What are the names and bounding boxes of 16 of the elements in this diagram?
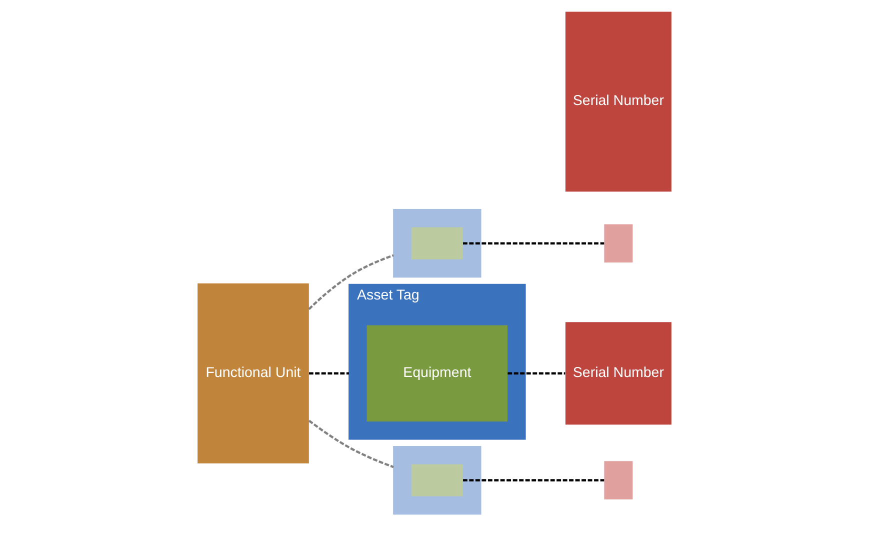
node-box xyxy=(411,464,463,496)
cluster xyxy=(393,209,482,278)
node-box xyxy=(411,227,463,260)
connector xyxy=(508,372,566,374)
connector xyxy=(308,420,394,468)
connector xyxy=(309,372,349,374)
connector xyxy=(463,479,604,482)
node-box: Equipment xyxy=(366,325,508,422)
connector xyxy=(463,242,604,244)
connector xyxy=(308,254,394,310)
node-box xyxy=(604,224,633,262)
node-box: Functional Unit xyxy=(198,283,309,464)
node-box: Serial Number xyxy=(565,12,672,192)
node-box xyxy=(604,461,633,500)
cluster xyxy=(393,446,482,515)
node-box: Serial Number xyxy=(565,322,672,425)
